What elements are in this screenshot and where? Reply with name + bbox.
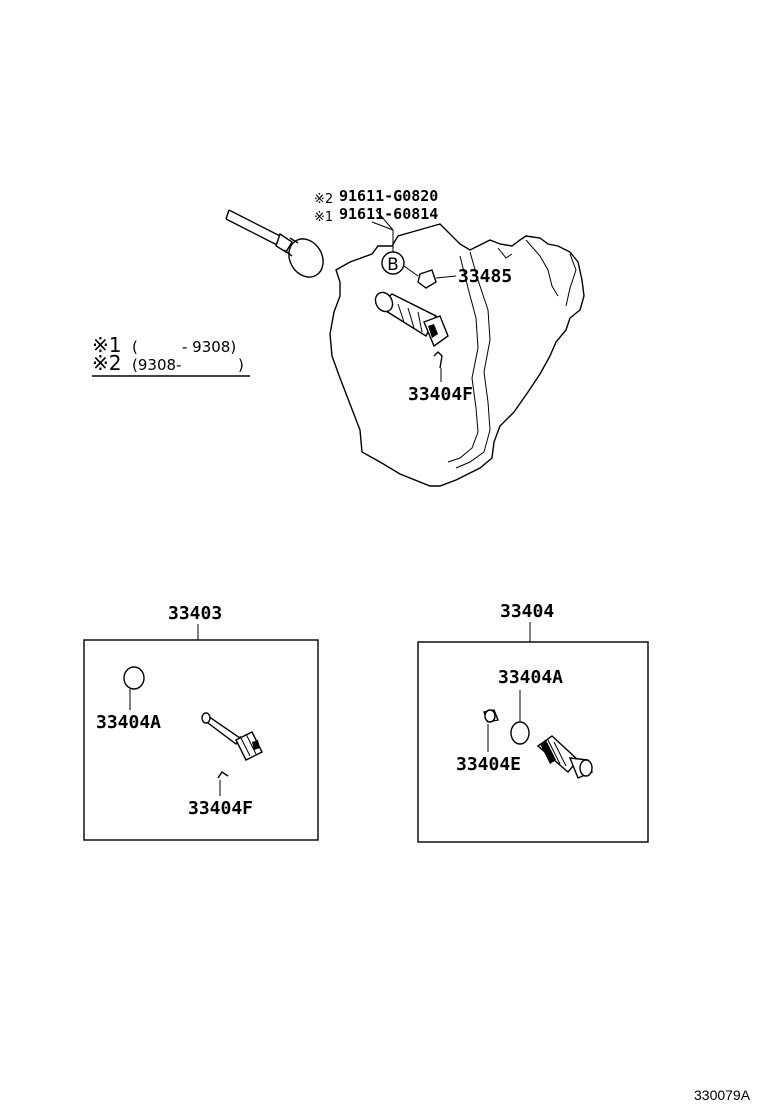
kit-33404-part-e-label[interactable]: 33404E [456, 754, 521, 775]
legend-note1-mark: ※1 [92, 333, 121, 357]
kit-33403-o-ring[interactable] [123, 666, 145, 690]
kit-33404-sleeve[interactable] [483, 709, 499, 723]
legend-note2-mark: ※2 [92, 351, 121, 375]
kit-33403-part-a-label[interactable]: 33404A [96, 712, 161, 733]
kit-33403-title[interactable]: 33403 [168, 603, 222, 624]
bolt-note2-part-number[interactable]: 91611-G0820 [339, 187, 438, 205]
bolt-note1-part-number[interactable]: 91611-60814 [339, 205, 438, 223]
part-33404f-main-label[interactable]: 33404F [408, 384, 473, 405]
main-clip-33404f[interactable] [433, 351, 443, 369]
kit-33404-part-a-label[interactable]: 33404A [498, 667, 563, 688]
kit-33404-o-ring[interactable] [510, 721, 530, 745]
kit-33403-clip[interactable] [217, 771, 229, 779]
legend-note2-close: ) [238, 356, 244, 374]
bolt-note1-mark: ※1 [314, 210, 333, 225]
kit-33403-box [83, 639, 319, 841]
date-range-legend: ※1 ( - 9308) ※2 (9308- ) [92, 333, 250, 377]
legend-note1-range: - 9308) [182, 338, 236, 356]
bolt-note2-mark: ※2 [314, 192, 333, 207]
bolt-leader-line [371, 209, 394, 252]
transmission-case [329, 223, 585, 487]
kit-33404-title[interactable]: 33404 [500, 601, 554, 622]
kit-33403-part-f-label[interactable]: 33404F [188, 798, 253, 819]
driven-gear-assembly[interactable] [372, 289, 449, 348]
speedometer-cable[interactable] [225, 209, 330, 283]
lock-clip-33485[interactable] [403, 265, 437, 289]
legend-note2-range: (9308- [132, 356, 181, 374]
part-33485-label[interactable]: 33485 [458, 266, 512, 287]
kit-33403-driven-gear[interactable] [201, 712, 263, 761]
kit-33404-box [417, 641, 649, 843]
circle-b-label: B [387, 255, 399, 275]
33485-leader-line [435, 275, 457, 279]
kit-33404-driven-gear-assy[interactable] [536, 735, 593, 779]
legend-note1-open: ( [132, 338, 138, 356]
figure-id: 330079A [694, 1087, 751, 1103]
